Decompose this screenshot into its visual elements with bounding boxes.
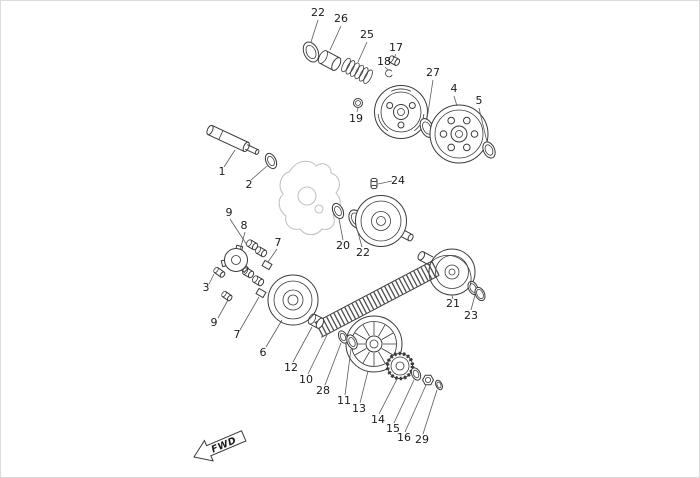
drive-belt [314, 254, 472, 338]
callout-2: 2 [246, 178, 253, 191]
callout-26: 26 [334, 12, 348, 25]
roller-weight [252, 275, 265, 287]
nut-16 [421, 374, 435, 386]
washer-29 [435, 379, 443, 391]
pin-17 [388, 55, 401, 67]
callout-14: 14 [371, 413, 385, 426]
callout-21: 21 [446, 297, 460, 310]
compression-spring-25 [341, 57, 373, 84]
o-ring-19 [353, 98, 363, 108]
seal-ring-20 [331, 202, 345, 220]
callout-23: 23 [464, 309, 478, 322]
roller-weight [255, 246, 268, 258]
callout-10: 10 [299, 373, 313, 386]
sliding-sheave-6 [267, 274, 319, 326]
callout-6: 6 [260, 346, 267, 359]
callout-13: 13 [352, 402, 366, 415]
roller-weight [242, 267, 255, 279]
clutch-bell-4 [429, 104, 489, 164]
callout-4: 4 [451, 82, 458, 95]
spacer-bushing-26 [318, 50, 342, 71]
crankcase-ghost-outline [278, 160, 341, 236]
clutch-washer-22 [302, 41, 320, 63]
spacer-bushing-12 [307, 313, 325, 329]
clutch-carrier-assembly [374, 85, 428, 139]
slider-piece-7 [255, 287, 267, 299]
callout-12: 12 [284, 361, 298, 374]
callout-7-upper: 7 [275, 236, 282, 249]
roller-weight [246, 239, 259, 251]
callout-labels: 22 26 25 17 18 27 4 5 19 1 2 24 9 8 7 20… [203, 6, 483, 446]
starter-gear-14 [385, 351, 415, 381]
callout-9-upper: 9 [226, 206, 233, 219]
rear-pulley-ring-23b [474, 286, 486, 302]
callout-15: 15 [386, 422, 400, 435]
callout-22-secondary: 22 [356, 246, 370, 259]
bolt-3 [213, 266, 226, 278]
callout-3: 3 [203, 281, 210, 294]
washer-15 [410, 367, 422, 381]
callout-7-lower: 7 [234, 328, 241, 341]
callout-9-lower: 9 [211, 316, 218, 329]
slider-piece-7 [261, 259, 273, 271]
callout-1: 1 [219, 165, 226, 178]
callout-5: 5 [476, 94, 483, 107]
callout-18: 18 [377, 55, 391, 68]
callout-29: 29 [415, 433, 429, 446]
leader-lines [208, 19, 488, 435]
washer-28 [337, 330, 349, 344]
callout-28: 28 [316, 384, 330, 397]
callout-8: 8 [241, 219, 248, 232]
callout-27: 27 [426, 66, 440, 79]
callout-24: 24 [391, 174, 405, 187]
callout-19: 19 [349, 112, 363, 125]
callout-22: 22 [311, 6, 325, 19]
bolt-9 [221, 290, 233, 302]
washer-11 [346, 334, 358, 350]
callout-17: 17 [389, 41, 403, 54]
callout-16: 16 [397, 431, 411, 444]
secondary-sheave-front [355, 195, 414, 247]
bolt-24 [370, 177, 378, 190]
shaft-ring-part [264, 152, 278, 170]
circlip-18 [385, 69, 393, 78]
fan-sheave-13 [345, 315, 403, 373]
crankshaft-part [206, 124, 260, 155]
callout-20: 20 [336, 239, 350, 252]
callout-25: 25 [360, 28, 374, 41]
bell-ring-5 [482, 141, 496, 159]
callout-11: 11 [337, 394, 351, 407]
